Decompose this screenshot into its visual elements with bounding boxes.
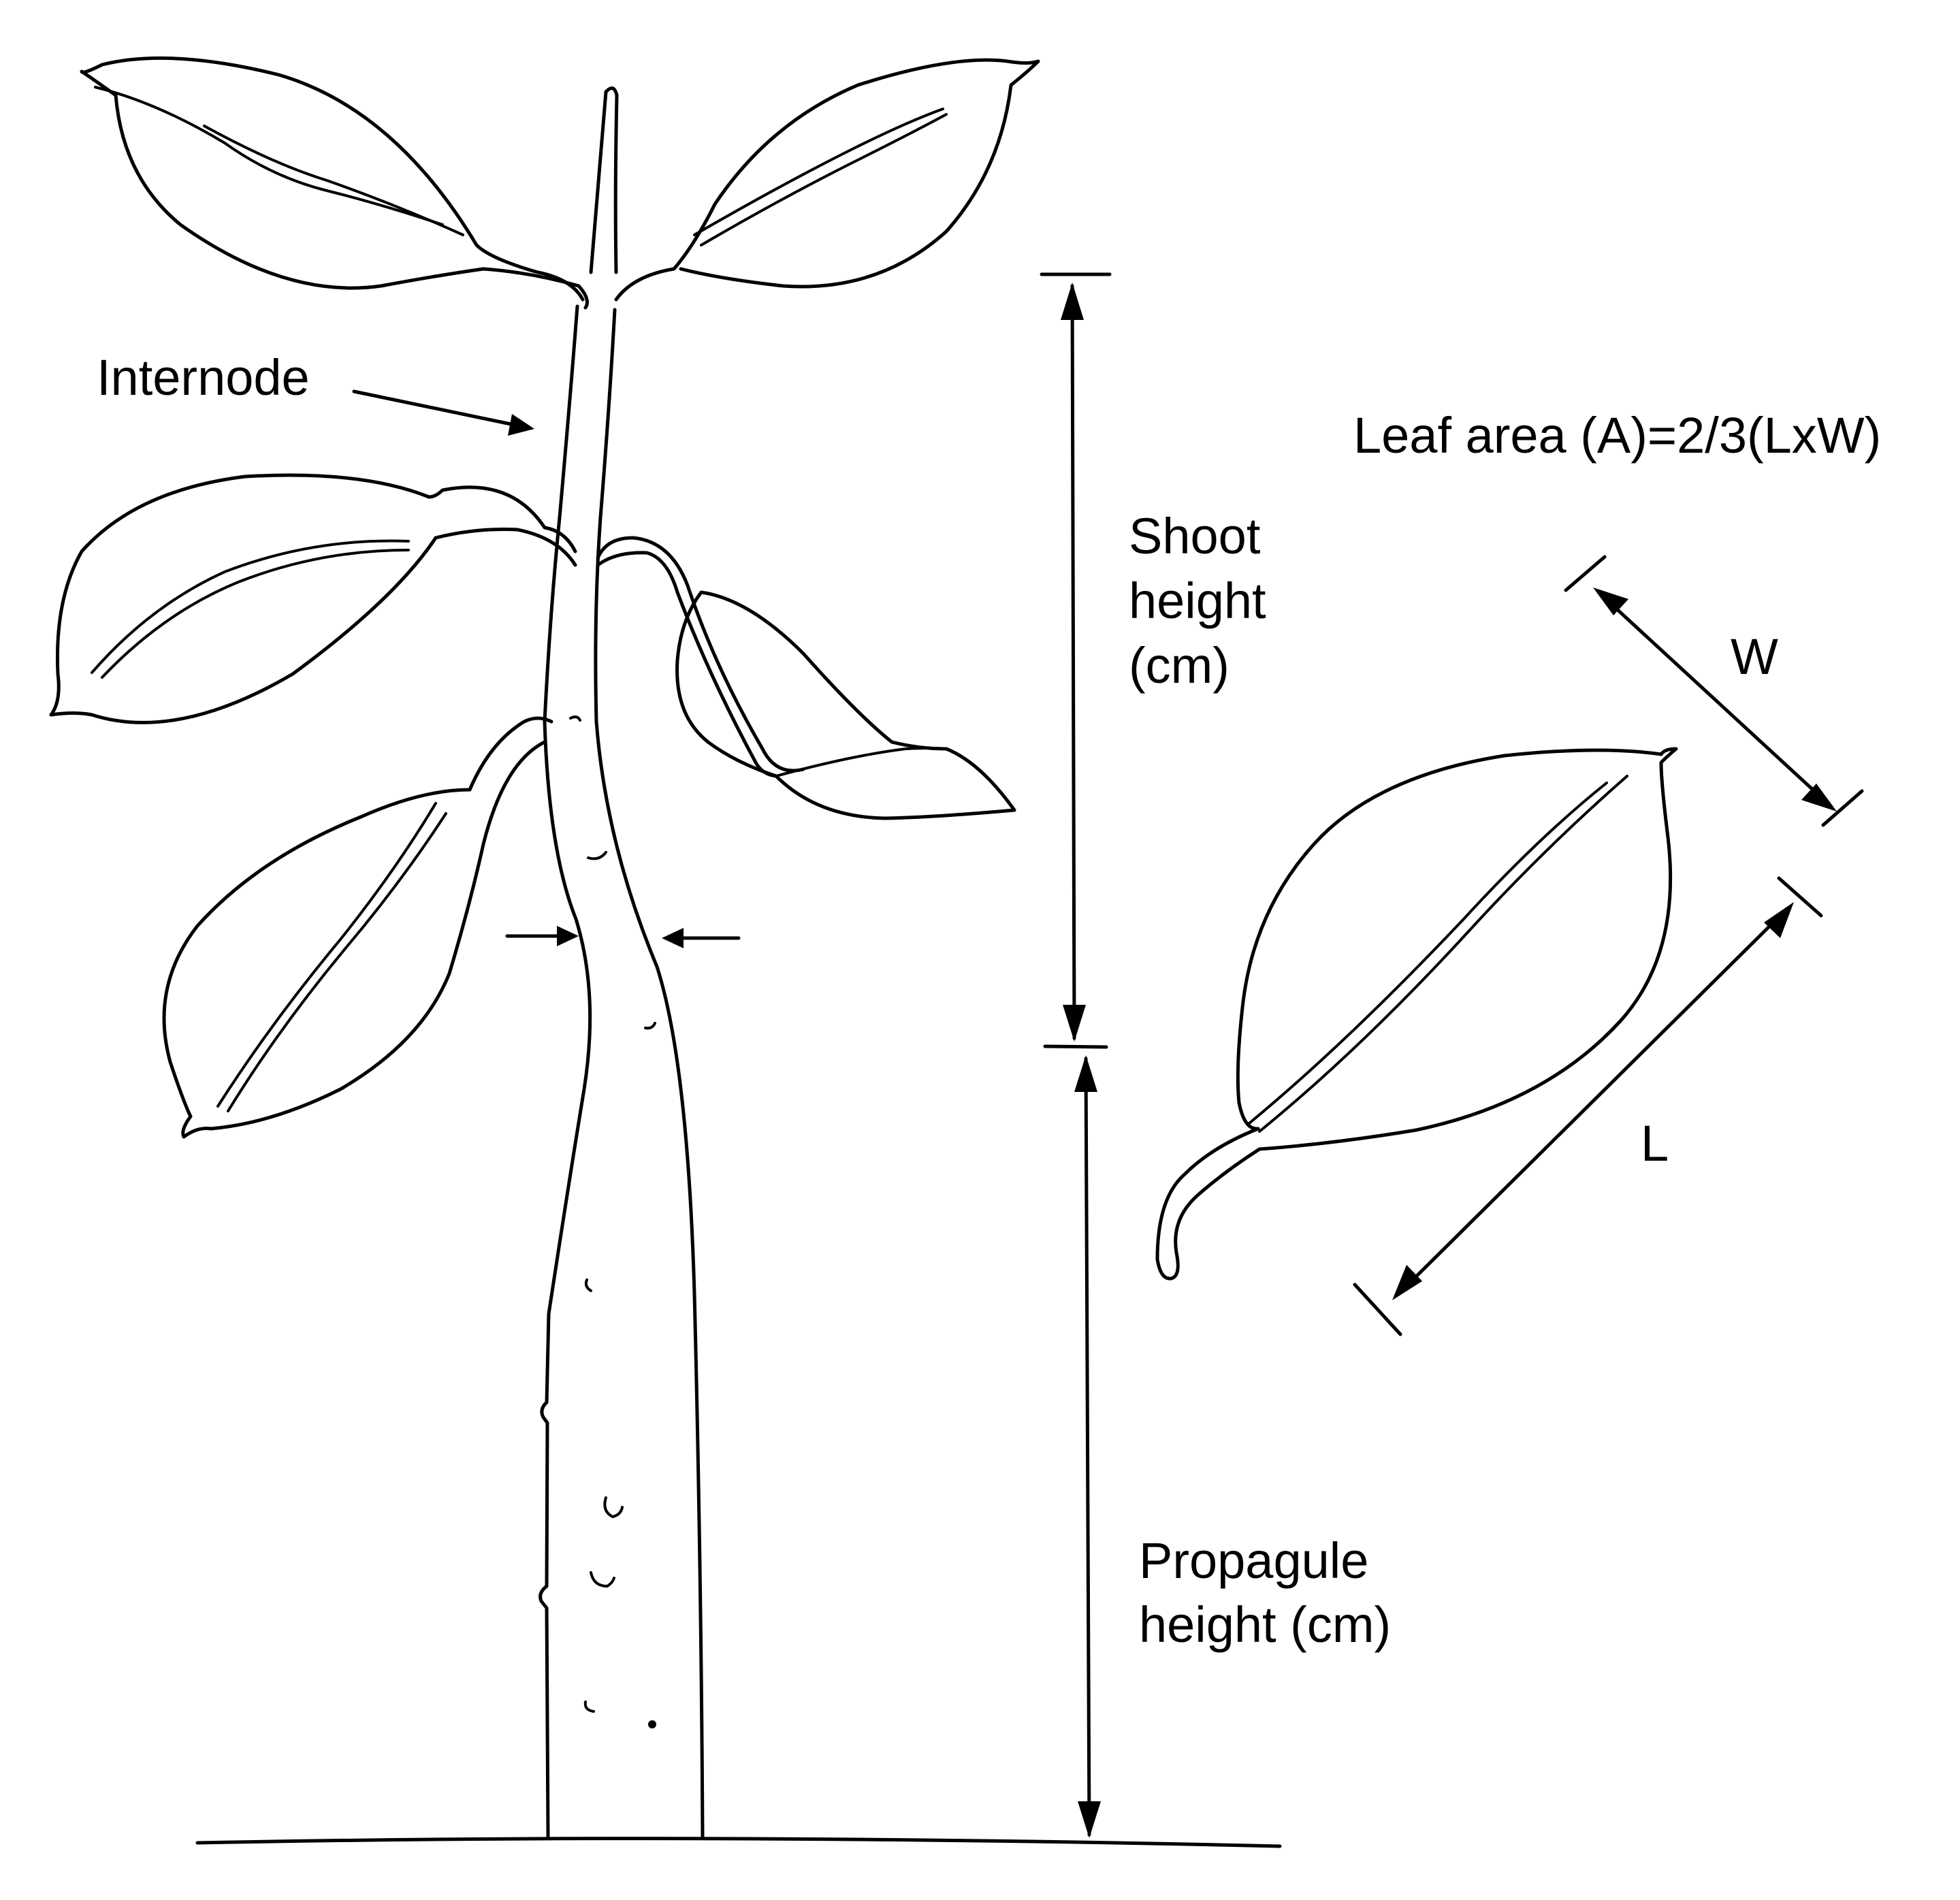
internode-arrow	[352, 389, 534, 436]
propagule-height-label-line1: Propagule	[1139, 1532, 1368, 1589]
length-dimension	[1353, 876, 1823, 1336]
top-left-leaf	[80, 56, 589, 310]
middle-left-leaf	[49, 473, 577, 724]
leaf-area-formula: Leaf area (A)=2/3(LxW)	[1353, 407, 1881, 464]
width-label: W	[1731, 628, 1778, 685]
internode-label: Internode	[97, 349, 310, 406]
lower-left-leaf	[162, 716, 553, 1139]
seedling-stem	[539, 86, 705, 1840]
width-dimension	[1564, 555, 1864, 827]
propagule-height-label-line2: height (cm)	[1139, 1596, 1391, 1653]
top-right-leaf	[614, 58, 1040, 302]
shoot-height-label-line2: height	[1129, 573, 1266, 629]
height-dimension-lines	[1040, 272, 1112, 1838]
measured-leaf	[1155, 747, 1678, 1281]
shoot-height-label-line1: Shoot	[1129, 508, 1261, 564]
ground-line	[195, 1837, 1282, 1848]
shoot-height-label-line3: (cm)	[1129, 637, 1230, 694]
stem-diameter-arrows	[505, 926, 741, 948]
middle-right-leaf	[596, 536, 1016, 820]
length-label: L	[1641, 1115, 1669, 1172]
